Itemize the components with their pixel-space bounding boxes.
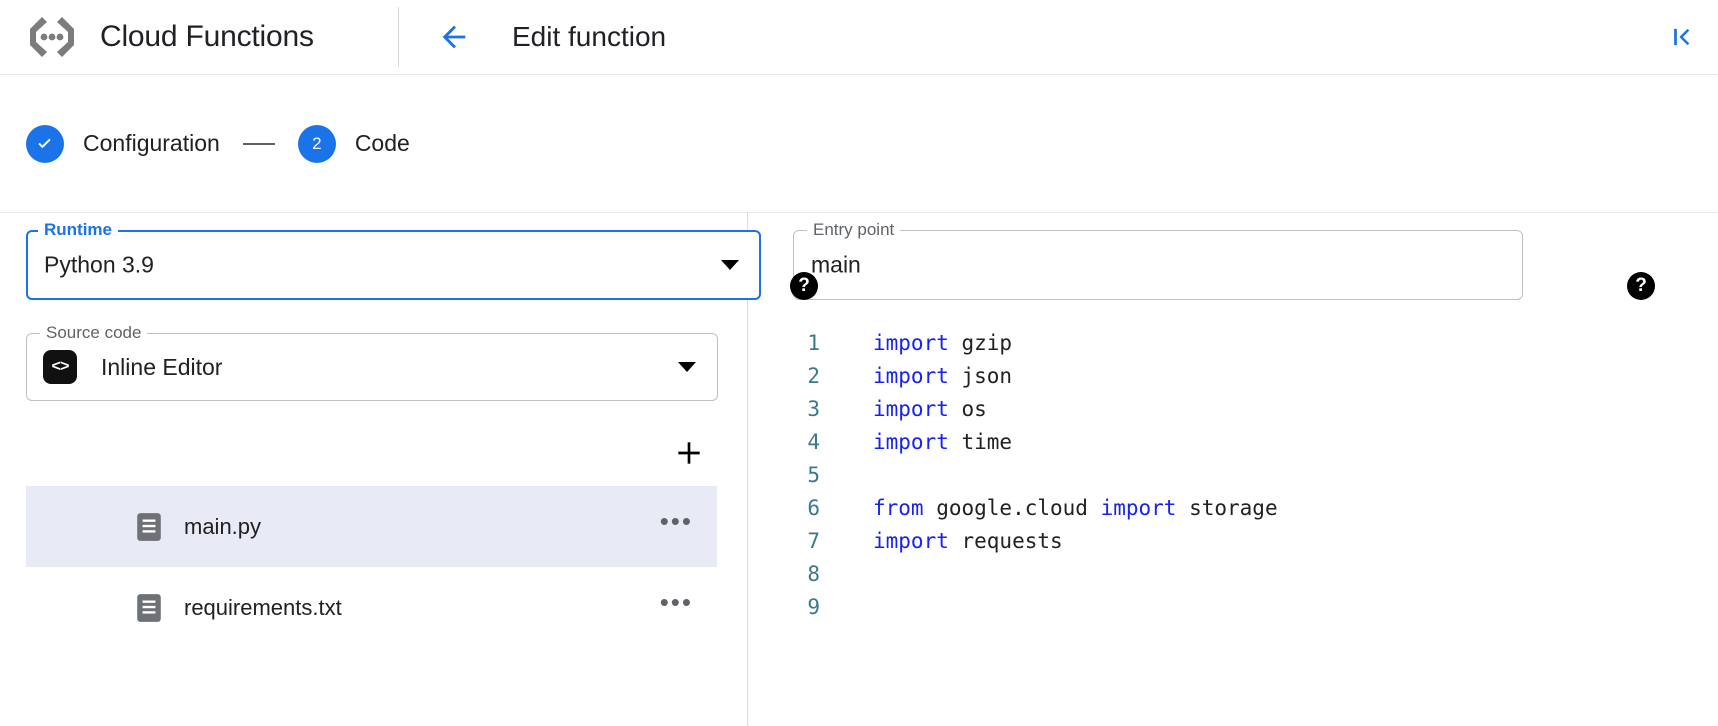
page-title: Edit function [512,21,667,52]
entry-point-field-outline [793,230,1523,300]
line-number: 8 [807,562,820,586]
runtime-select[interactable]: Runtime Python 3.9 [26,220,761,300]
entry-point-label: Entry point [807,220,901,240]
code-line-text: from google.cloud import storage [820,496,1278,520]
code-line-text: import requests [820,529,1063,553]
code-token: google.cloud [923,496,1101,520]
collapse-panel-icon[interactable] [1664,20,1698,54]
wizard-stepper: Configuration 2 Code [0,75,1718,213]
step-configuration-label: Configuration [83,130,220,156]
code-token: storage [1176,496,1278,520]
file-overflow-menu-icon[interactable]: ••• [659,586,693,617]
code-keyword: import [873,364,949,388]
code-line: 8 [748,562,1718,595]
entry-point-input[interactable]: Entry point main [793,220,1523,300]
file-list-item-main-py[interactable]: main.py ••• [26,486,717,567]
code-keyword: from [873,496,924,520]
code-brackets-icon: <> [43,350,77,384]
add-file-button[interactable] [669,433,709,473]
code-token: requests [948,529,1063,553]
code-keyword: import [873,397,949,421]
runtime-help-icon[interactable]: ? [790,272,818,300]
entry-point-help-icon[interactable]: ? [1627,272,1655,300]
step-code[interactable]: 2 Code [297,124,410,163]
file-list: main.py ••• requirements.txt ••• [26,486,717,648]
app-header: Cloud Functions Edit function [0,0,1718,75]
code-token: gzip [948,331,1013,355]
line-number: 6 [807,496,820,520]
source-code-value-group: <> Inline Editor [26,350,718,384]
file-document-icon [136,512,162,542]
chevron-down-icon[interactable] [721,260,739,270]
code-token: os [948,397,987,421]
code-keyword: import [873,430,949,454]
runtime-value: Python 3.9 [44,251,154,278]
code-line: 5 [748,463,1718,496]
code-line-text: import json [820,364,1012,388]
cloud-functions-logo-icon [22,13,82,61]
code-line-text: import os [820,397,987,421]
step-configuration[interactable]: Configuration [26,124,220,163]
source-code-value: Inline Editor [101,353,223,380]
arrow-left-icon[interactable] [434,17,474,57]
file-name: requirements.txt [184,594,342,620]
code-line: 9 [748,595,1718,628]
line-number: 9 [807,595,820,619]
step-1-marker [26,124,64,163]
step-code-label: Code [354,130,410,156]
step-2-marker: 2 [297,124,336,163]
content-area: Runtime Python 3.9 Source code <> Inline… [0,213,1718,726]
product-name: Cloud Functions [100,20,314,53]
source-code-label: Source code [40,323,148,343]
step-connector [242,142,275,145]
left-pane: Runtime Python 3.9 Source code <> Inline… [0,213,761,726]
file-overflow-menu-icon[interactable]: ••• [659,505,693,536]
file-document-icon [136,593,162,623]
source-chevron-down-icon[interactable] [678,362,696,372]
code-keyword: import [873,529,949,553]
page-header: Edit function [399,17,666,57]
entry-point-value: main [811,251,861,278]
line-number: 2 [807,364,820,388]
code-token: time [948,430,1013,454]
code-line-text: import time [820,430,1012,454]
file-list-item-requirements-txt[interactable]: requirements.txt ••• [26,567,717,648]
code-keyword: import [873,331,949,355]
line-number: 7 [807,529,820,553]
line-number: 1 [807,331,820,355]
header-divider [398,7,399,67]
brand[interactable]: Cloud Functions [0,13,398,61]
line-number: 4 [807,430,820,454]
line-number: 3 [807,397,820,421]
file-name: main.py [184,513,262,539]
source-code-select[interactable]: Source code <> Inline Editor [26,323,718,401]
code-line-text: import gzip [820,331,1012,355]
runtime-label: Runtime [38,220,118,240]
code-keyword: import [1100,496,1177,520]
line-number: 5 [807,463,820,487]
code-token: json [948,364,1013,388]
